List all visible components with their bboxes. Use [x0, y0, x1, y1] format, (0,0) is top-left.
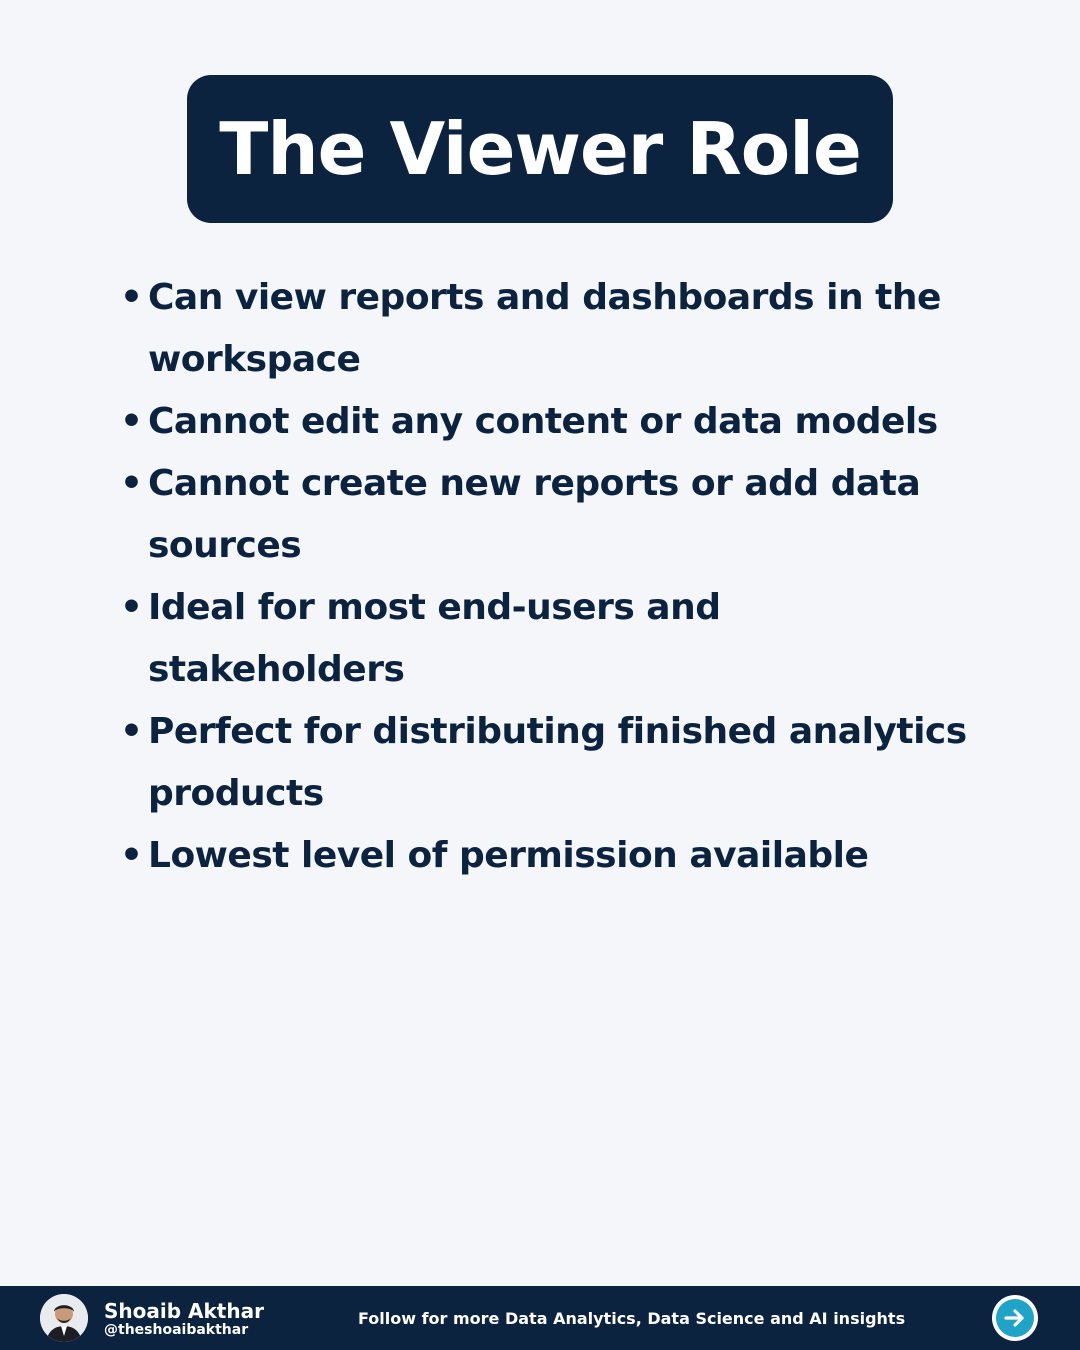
bullet-dot: • [120, 835, 143, 876]
slide-title: The Viewer Role [219, 107, 862, 191]
bullet-text: Ideal for most end-users and stakeholder… [148, 587, 721, 690]
author-name: Shoaib Akthar [104, 1299, 264, 1323]
bullet-dot: • [120, 277, 143, 318]
list-item: • Ideal for most end-users and stakehold… [120, 577, 980, 701]
bullet-text: Cannot create new reports or add data so… [148, 463, 921, 566]
author-handle: @theshoaibakthar [104, 1322, 249, 1338]
footer-bar: Shoaib Akthar @theshoaibakthar Follow fo… [0, 1286, 1080, 1350]
bullet-dot: • [120, 401, 143, 442]
bullet-text: Perfect for distributing finished analyt… [148, 711, 967, 814]
list-item: • Perfect for distributing finished anal… [120, 701, 980, 825]
bullet-list: • Can view reports and dashboards in the… [120, 267, 980, 887]
arrow-right-circle-icon [996, 1299, 1034, 1337]
bullet-text: Lowest level of permission available [148, 835, 869, 876]
bullet-dot: • [120, 711, 143, 752]
footer-tagline: Follow for more Data Analytics, Data Sci… [358, 1308, 906, 1328]
list-item: • Can view reports and dashboards in the… [120, 267, 980, 391]
list-item: • Cannot create new reports or add data … [120, 453, 980, 577]
title-banner: The Viewer Role [187, 75, 893, 223]
next-slide-button[interactable] [992, 1295, 1038, 1341]
bullet-text: Can view reports and dashboards in the w… [148, 277, 941, 380]
person-icon [40, 1294, 88, 1342]
list-item: • Lowest level of permission available [120, 825, 980, 887]
bullet-text: Cannot edit any content or data models [148, 401, 938, 442]
bullet-dot: • [120, 463, 143, 504]
arrow-right-icon [1004, 1309, 1024, 1327]
bullet-dot: • [120, 587, 143, 628]
list-item: • Cannot edit any content or data models [120, 391, 980, 453]
avatar [40, 1294, 88, 1342]
